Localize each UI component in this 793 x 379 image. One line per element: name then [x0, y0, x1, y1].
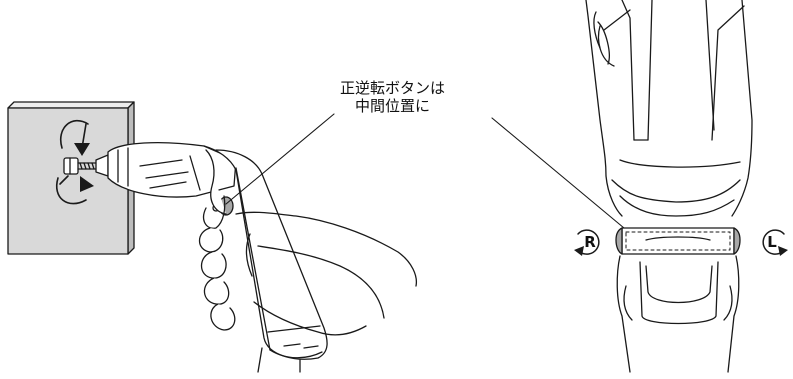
hand	[198, 149, 418, 336]
rotate-left-badge-icon: L	[762, 229, 788, 256]
callout-text: 正逆転ボタンは 中間位置に	[340, 79, 445, 115]
screwdriver-body	[95, 141, 328, 373]
wall-panel	[7, 101, 135, 255]
callout-line-1: 正逆転ボタンは	[340, 79, 446, 97]
rotate-right-label: R	[584, 233, 596, 251]
screw	[63, 157, 97, 175]
rotate-left-label: L	[767, 233, 777, 251]
callout-leader-lines	[225, 113, 625, 229]
callout-line-2: 中間位置に	[355, 97, 431, 115]
rotate-right-badge-icon: R	[574, 229, 600, 256]
tool-top-view	[585, 0, 753, 373]
rotation-arrows-icon	[55, 119, 94, 205]
